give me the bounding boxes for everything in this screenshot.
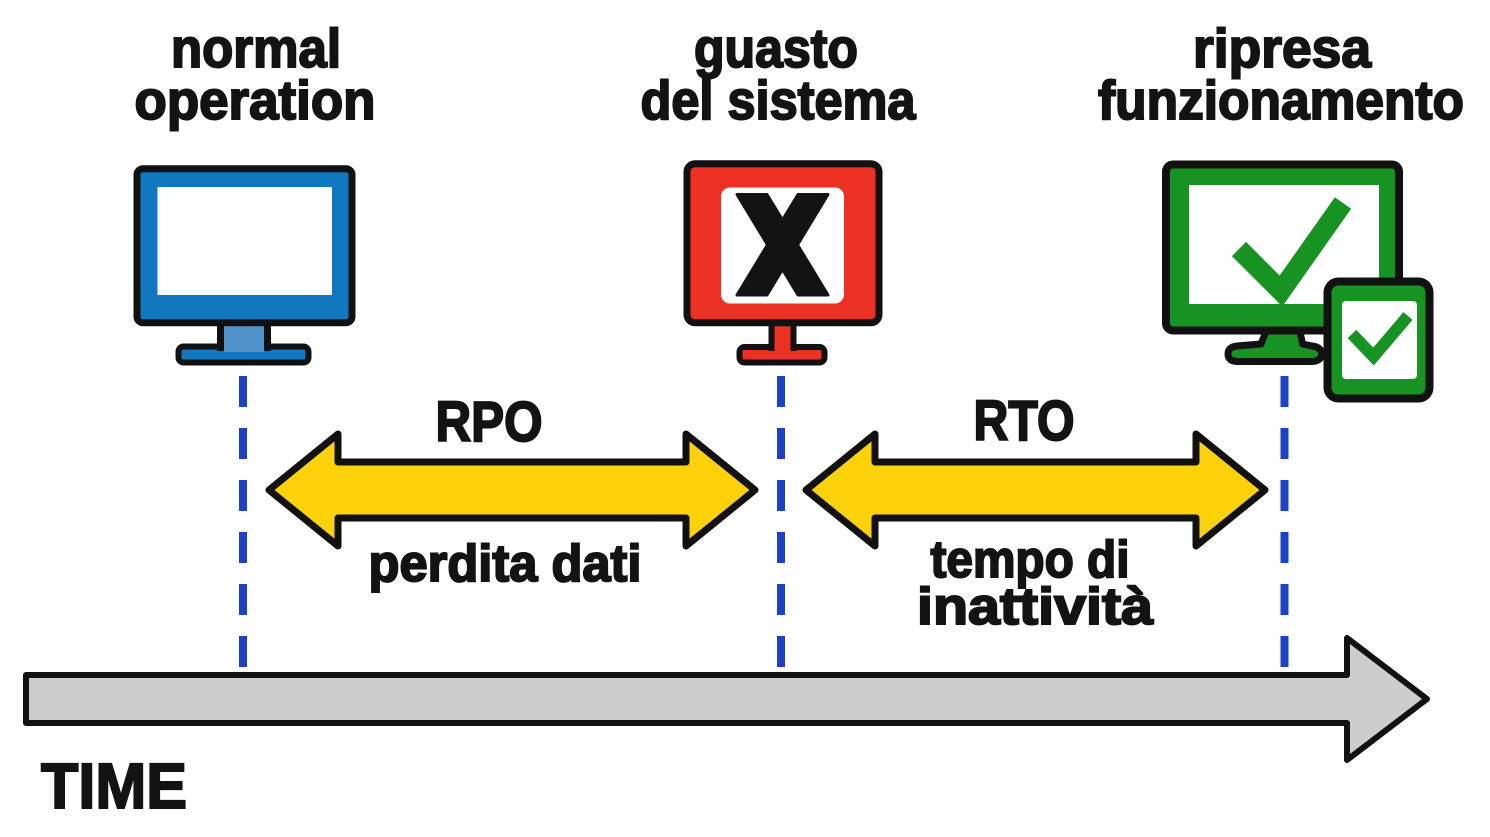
svg-text:perdita dati: perdita dati bbox=[369, 535, 642, 593]
svg-text:operation: operation bbox=[135, 69, 376, 131]
svg-text:del sistema: del sistema bbox=[641, 69, 916, 131]
svg-text:funzionamento: funzionamento bbox=[1098, 69, 1464, 131]
svg-text:RPO: RPO bbox=[436, 390, 543, 454]
svg-text:tempo di: tempo di bbox=[931, 531, 1130, 589]
svg-text:guasto: guasto bbox=[694, 17, 858, 79]
svg-text:ripresa: ripresa bbox=[1193, 17, 1371, 79]
svg-text:RTO: RTO bbox=[974, 389, 1075, 453]
svg-text:TIME: TIME bbox=[41, 750, 187, 822]
svg-text:inattività: inattività bbox=[917, 578, 1154, 636]
svg-text:normal: normal bbox=[171, 17, 341, 79]
